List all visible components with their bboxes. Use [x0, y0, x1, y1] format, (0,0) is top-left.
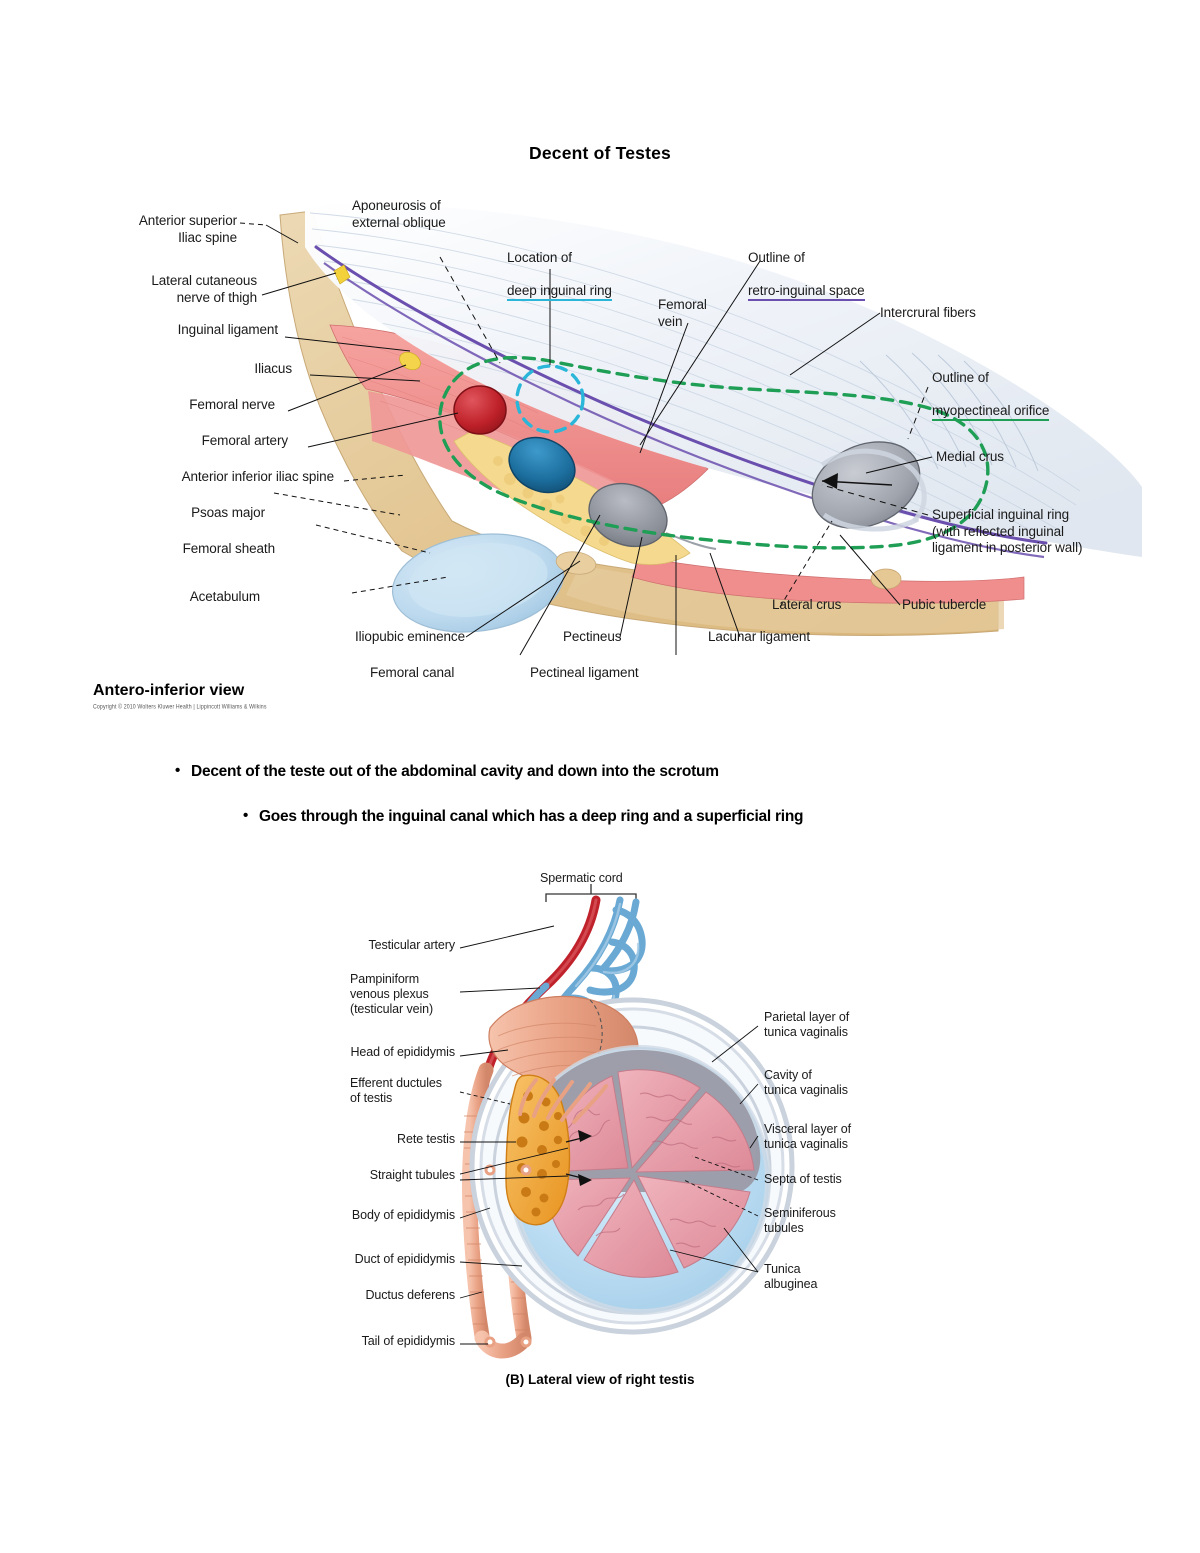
femoral-vein-shape	[508, 436, 576, 494]
label-tunica-albuginea: Tunica albuginea	[764, 1262, 818, 1291]
label-femoral-sheath: Femoral sheath	[182, 541, 276, 556]
femoral-artery-shape	[453, 385, 507, 435]
figure-a-caption: Antero-inferior view	[93, 682, 245, 699]
bullet-item-1: • Decent of the teste out of the abdomin…	[175, 762, 719, 781]
bullet-item-2: • Goes through the inguinal canal which …	[243, 807, 804, 826]
lateral-cutaneous-nerve	[333, 264, 351, 285]
label-femoral-canal: Femoral canal	[370, 665, 455, 680]
label-straight-tubules: Straight tubules	[369, 1168, 455, 1182]
retro-inguinal-line1: Outline of	[748, 249, 805, 265]
label-pubic-tubercle: Pubic tubercle	[902, 597, 987, 612]
myopectineal-line1: Outline of	[932, 369, 989, 385]
label-cavity-tunica-vaginalis: Cavity of tunica vaginalis	[764, 1068, 848, 1097]
label-psoas-major: Psoas major	[191, 505, 265, 520]
bullet-text: Goes through the inguinal canal which ha…	[259, 808, 804, 825]
efferent-ductules-shape	[518, 1078, 608, 1124]
label-testicular-artery: Testicular artery	[368, 938, 455, 952]
myopectineal-line2: myopectineal orifice	[932, 402, 1049, 421]
label-visceral-layer-tunica-vaginalis: Visceral layer of tunica vaginalis	[764, 1122, 851, 1151]
ductus-deferens-shape	[462, 1062, 494, 1344]
label-parietal-layer-tunica-vaginalis: Parietal layer of tunica vaginalis	[764, 1010, 850, 1039]
deep-inguinal-ring-outline	[515, 364, 585, 434]
label-lateral-cutaneous-nerve-of-thigh: Lateral cutaneous nerve of thigh	[151, 273, 257, 305]
retro-inguinal-space-outline	[314, 245, 1048, 545]
label-iliacus: Iliacus	[254, 361, 292, 376]
label-femoral-nerve: Femoral nerve	[189, 397, 275, 412]
leader-lines-left	[239, 222, 459, 594]
inguinal-canal-arrow	[821, 473, 893, 489]
bullet-marker: •	[243, 807, 249, 824]
label-duct-of-epididymis: Duct of epididymis	[354, 1252, 455, 1266]
leader-lines-b-left	[459, 925, 569, 1345]
label-femoral-vein: Femoral vein	[658, 297, 707, 329]
superficial-inguinal-ring-shape	[811, 441, 921, 529]
label-tail-of-epididymis: Tail of epididymis	[361, 1334, 455, 1348]
label-head-of-epididymis: Head of epididymis	[350, 1045, 455, 1059]
lateral-crus-shape	[822, 512, 920, 532]
retro-inguinal-line2: retro-inguinal space	[748, 282, 865, 301]
leader-lines-top	[439, 256, 761, 454]
label-anterior-superior-iliac-spine: Anterior superior Iliac spine	[138, 213, 237, 245]
label-lacunar-ligament: Lacunar ligament	[708, 629, 810, 644]
deep-ring-line2: deep inguinal ring	[507, 282, 612, 301]
ilium-bone	[279, 210, 999, 636]
figure-inguinal-region: Anterior superior Iliac spine Lateral cu…	[80, 185, 1155, 715]
label-acetabulum: Acetabulum	[189, 589, 260, 604]
label-outline-of-myopectineal-orifice: Outline of myopectineal orifice	[932, 353, 1152, 421]
rete-testis-cells	[516, 1091, 563, 1217]
label-ductus-deferens: Ductus deferens	[365, 1288, 455, 1302]
label-location-of-deep-inguinal-ring: Location of deep inguinal ring	[507, 233, 707, 301]
leader-lines-right	[779, 312, 933, 608]
label-body-of-epididymis: Body of epididymis	[351, 1208, 455, 1222]
iliopubic-eminence-shape	[555, 551, 597, 575]
label-pampiniform-venous-plexus: Pampiniform venous plexus (testicular ve…	[350, 972, 434, 1016]
label-aponeurosis-of-external-oblique: Aponeurosis of external oblique	[352, 198, 446, 230]
figure-a-illustration	[239, 203, 1142, 656]
label-outline-of-retro-inguinal-space: Outline of retro-inguinal space	[748, 233, 968, 301]
figure-a-copyright: Copyright © 2010 Wolters Kluwer Health |…	[93, 704, 267, 711]
label-rete-testis: Rete testis	[397, 1132, 455, 1146]
pubic-tubercle-shape	[870, 568, 902, 590]
label-iliopubic-eminence: Iliopubic eminence	[354, 629, 465, 644]
leader-lines-b-right	[669, 1025, 759, 1273]
page-title: Decent of Testes	[529, 143, 671, 163]
label-efferent-ductules-of-testis: Efferent ductules of testis	[350, 1076, 442, 1105]
bullet-text: Decent of the teste out of the abdominal…	[191, 763, 719, 780]
label-septa-of-testis: Septa of testis	[764, 1172, 842, 1186]
deep-ring-line1: Location of	[507, 249, 572, 265]
tail-of-epididymis-shape	[474, 1330, 532, 1359]
label-lateral-crus: Lateral crus	[772, 597, 842, 612]
straight-tubules-arrows	[565, 1130, 592, 1186]
label-inguinal-ligament: Inguinal ligament	[177, 322, 278, 337]
body-of-epididymis-connector	[484, 1164, 532, 1348]
label-femoral-artery: Femoral artery	[201, 433, 288, 448]
bullet-marker: •	[175, 762, 181, 779]
label-seminiferous-tubules: Seminiferous tubules	[764, 1206, 836, 1235]
figure-b-caption: (B) Lateral view of right testis	[505, 1372, 695, 1387]
figure-b-illustration	[459, 884, 795, 1359]
external-oblique-aponeurosis	[305, 203, 1142, 557]
label-superficial-inguinal-ring: Superficial inguinal ring (with reflecte…	[932, 507, 1083, 555]
figure-testis-lateral-view: Spermatic cord Testicular artery Pampini…	[340, 871, 900, 1390]
myopectineal-orifice-outline	[438, 355, 990, 550]
label-medial-crus: Medial crus	[936, 449, 1004, 464]
medial-crus-shape	[820, 448, 927, 523]
label-pectineal-ligament: Pectineal ligament	[530, 665, 639, 680]
spermatic-cord-bracket	[545, 884, 637, 902]
label-intercrural-fibers: Intercrural fibers	[880, 305, 976, 320]
label-spermatic-cord: Spermatic cord	[540, 871, 623, 885]
leader-lines-bottom	[465, 514, 741, 656]
pectineus-muscle	[631, 556, 1025, 604]
label-pectineus: Pectineus	[563, 629, 622, 644]
label-anterior-inferior-iliac-spine: Anterior inferior iliac spine	[181, 469, 335, 484]
